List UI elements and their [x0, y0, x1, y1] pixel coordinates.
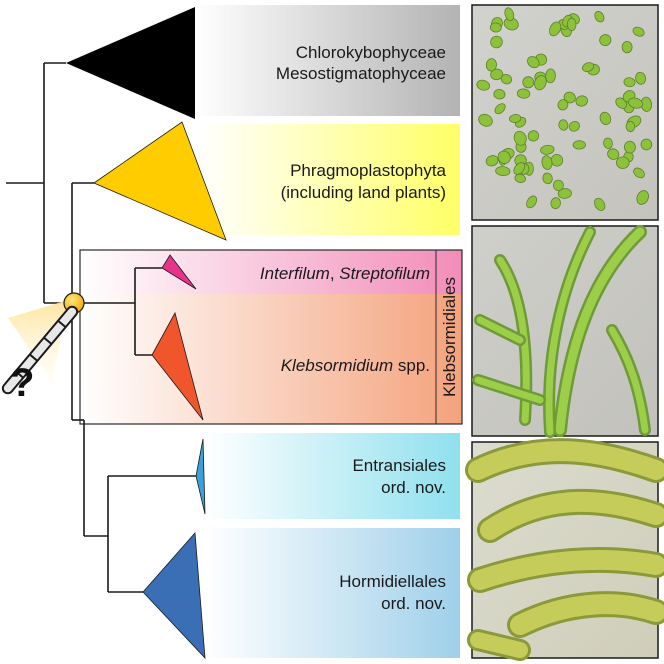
label-entransiales-line2: ord. nov.: [381, 478, 446, 497]
label-phragmo-line2: (including land plants): [281, 183, 446, 202]
micrograph-coccoid: [472, 5, 658, 220]
micrograph-hormidiella: [472, 442, 658, 658]
label-chloro-line2: Mesostigmatophyceae: [276, 64, 446, 83]
band-entransiales: [205, 433, 460, 519]
label-entransiales-line1: Entransiales: [352, 456, 446, 475]
hormidiellales-triangle: [143, 533, 205, 658]
label-klebsormidiales: Klebsormidiales: [440, 277, 459, 397]
coccoid-cell: [622, 41, 632, 53]
label-hormidiellales-line1: Hormidiellales: [339, 572, 446, 591]
label-klebsormidium: Klebsormidium spp.: [281, 356, 430, 375]
coccoid-cell: [616, 157, 629, 169]
chloro-triangle: [66, 7, 195, 119]
label-phragmo-line1: Phragmoplastophyta: [290, 161, 446, 180]
coccoid-cell: [545, 69, 556, 83]
micrograph-filaments: [472, 226, 658, 436]
coccoid-cell: [523, 77, 534, 88]
question-mark-icon: ?: [10, 361, 34, 405]
band-hormidiellales: [205, 528, 460, 658]
label-chloro-line1: Chlorokybophyceae: [296, 43, 446, 62]
coccoid-cell: [573, 141, 585, 149]
label-interfilum: Interfilum, Streptofilum: [260, 264, 430, 283]
label-hormidiellales-line2: ord. nov.: [381, 594, 446, 613]
entransiales-triangle: [196, 439, 205, 514]
coccoid-cell: [626, 121, 635, 132]
coccoid-cell: [567, 18, 576, 31]
